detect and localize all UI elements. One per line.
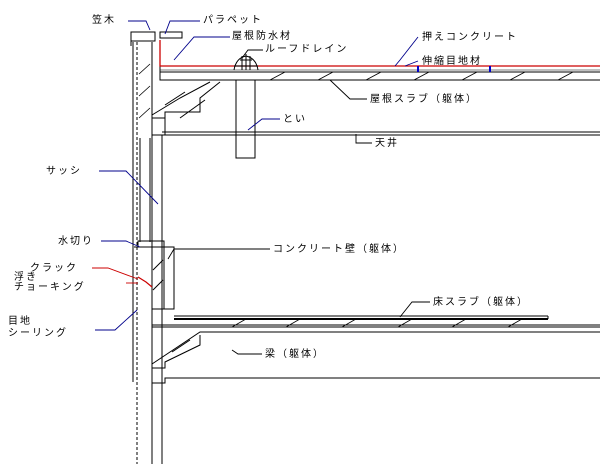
label-roof-waterproof: 屋根防水材 xyxy=(232,29,292,42)
label-expansion-joint: 伸縮目地材 xyxy=(422,54,482,67)
label-roof-drain: ルーフドレイン xyxy=(265,44,348,55)
sash xyxy=(134,138,165,248)
label-ceiling: 天井 xyxy=(375,136,399,149)
press-concrete-hatch xyxy=(269,71,574,81)
kasagi-cap xyxy=(130,31,183,46)
drain-pipe xyxy=(235,79,256,159)
label-parapet: パラペット xyxy=(203,14,263,26)
roof-slab xyxy=(151,66,600,136)
label-kasagi: 笠木 xyxy=(92,13,116,26)
exterior-wall xyxy=(132,42,163,464)
parapet-hatch xyxy=(138,63,151,119)
label-sash: サッシ xyxy=(46,165,82,177)
label-beam: 梁（躯体） xyxy=(265,347,325,360)
label-sealing: シーリング xyxy=(8,326,68,339)
label-toi: とい xyxy=(283,113,307,125)
label-uki: 浮き xyxy=(14,271,38,283)
label-mejii: 目地 xyxy=(8,314,32,327)
expansion-joint-marks xyxy=(417,66,491,72)
floor-slab xyxy=(152,315,600,328)
label-press-concrete: 押えコンクリート xyxy=(422,30,518,43)
label-floor-slab: 床スラブ（躯体） xyxy=(433,295,529,308)
label-chalking: チョーキング xyxy=(14,280,86,293)
label-crack: クラック xyxy=(30,262,78,274)
label-roof-slab: 屋根スラブ（躯体） xyxy=(370,92,478,105)
label-concrete-wall: コンクリート壁（躯体） xyxy=(273,242,405,255)
concrete-wall-block xyxy=(151,246,175,310)
floor-slab-hatch xyxy=(231,318,523,328)
label-mizukiri: 水切り xyxy=(58,235,94,247)
leader-lines xyxy=(92,20,430,355)
crack-mark xyxy=(137,276,153,288)
roof-drain xyxy=(228,54,264,73)
beam xyxy=(151,331,600,384)
roof-waterproofing xyxy=(159,40,600,73)
